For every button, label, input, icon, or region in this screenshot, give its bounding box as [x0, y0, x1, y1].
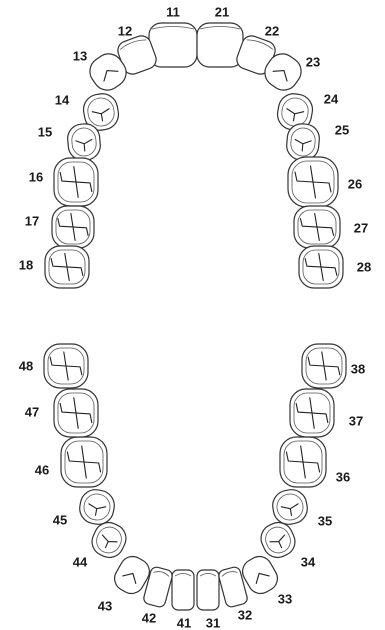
tooth-label-18: 18 [19, 257, 33, 272]
tooth-label-28: 28 [357, 259, 371, 274]
tooth-44[interactable] [87, 518, 130, 562]
tooth-28[interactable] [299, 246, 343, 288]
tooth-34[interactable] [256, 518, 299, 562]
tooth-label-21: 21 [215, 4, 229, 19]
tooth-label-25: 25 [335, 122, 349, 137]
tooth-label-16: 16 [29, 169, 43, 184]
tooth-label-27: 27 [354, 220, 368, 235]
tooth-label-43: 43 [98, 598, 112, 613]
tooth-label-47: 47 [25, 404, 39, 419]
tooth-26[interactable] [288, 157, 338, 207]
tooth-label-41: 41 [177, 615, 191, 630]
tooth-label-34: 34 [301, 554, 316, 569]
tooth-label-31: 31 [206, 615, 220, 630]
tooth-47[interactable] [54, 389, 98, 437]
tooth-label-32: 32 [238, 607, 252, 622]
tooth-18[interactable] [45, 246, 89, 288]
tooth-38[interactable] [302, 344, 346, 388]
tooth-27[interactable] [294, 206, 340, 248]
tooth-25[interactable] [285, 123, 320, 162]
tooth-label-23: 23 [306, 54, 320, 69]
tooth-label-14: 14 [55, 92, 70, 107]
tooth-17[interactable] [52, 206, 94, 248]
tooth-label-48: 48 [19, 358, 33, 373]
tooth-45[interactable] [77, 487, 116, 526]
tooth-label-26: 26 [348, 176, 362, 191]
tooth-35[interactable] [270, 487, 309, 526]
tooth-label-38: 38 [351, 361, 365, 376]
tooth-16[interactable] [54, 158, 98, 206]
tooth-label-22: 22 [265, 23, 279, 38]
tooth-label-44: 44 [73, 554, 88, 569]
tooth-21[interactable] [197, 23, 243, 67]
tooth-label-35: 35 [318, 513, 332, 528]
tooth-label-17: 17 [25, 213, 39, 228]
tooth-label-13: 13 [73, 48, 87, 63]
tooth-31[interactable] [197, 570, 219, 610]
tooth-label-46: 46 [35, 462, 49, 477]
tooth-label-36: 36 [336, 469, 350, 484]
tooth-label-15: 15 [38, 124, 52, 139]
tooth-label-33: 33 [278, 591, 292, 606]
tooth-48[interactable] [44, 344, 88, 388]
tooth-label-42: 42 [142, 610, 156, 625]
tooth-36[interactable] [280, 437, 326, 487]
tooth-37[interactable] [290, 389, 334, 437]
tooth-15[interactable] [66, 123, 101, 162]
tooth-label-37: 37 [349, 413, 363, 428]
tooth-label-11: 11 [166, 4, 180, 19]
tooth-label-12: 12 [118, 23, 132, 38]
tooth-41[interactable] [172, 570, 194, 610]
tooth-label-45: 45 [53, 512, 67, 527]
tooth-46[interactable] [61, 437, 107, 487]
tooth-label-24: 24 [324, 91, 339, 106]
